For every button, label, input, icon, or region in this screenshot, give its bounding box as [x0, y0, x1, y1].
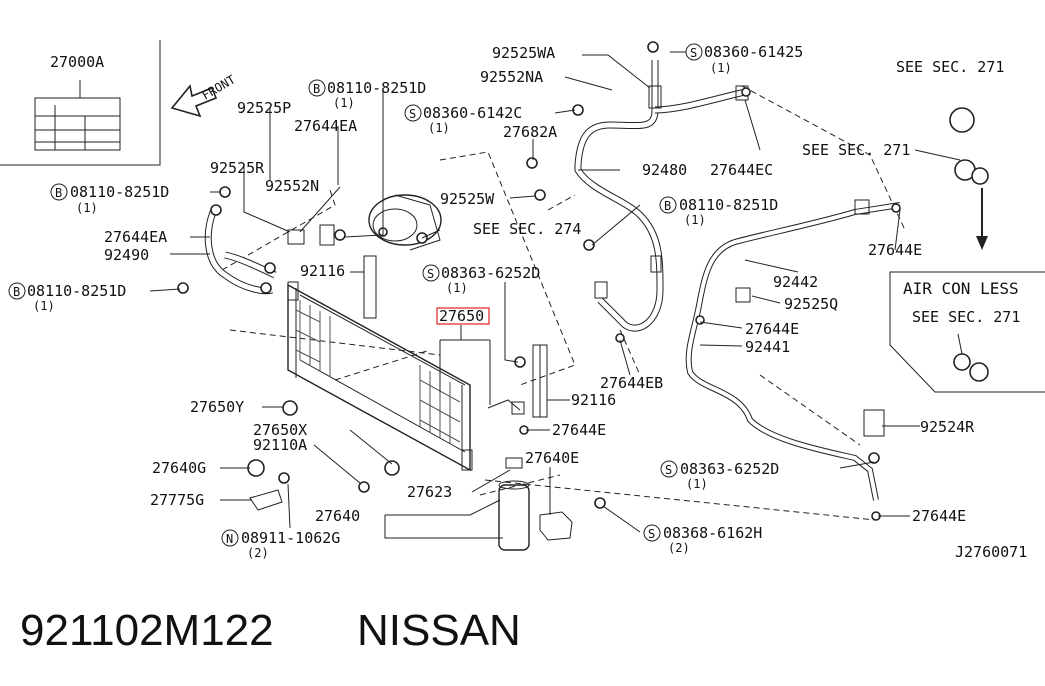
label-27000A: 27000A: [50, 53, 104, 71]
label-see-sec-271-a: SEE SEC. 271: [896, 58, 1004, 76]
label-27644EC: 27644EC: [710, 161, 773, 179]
label-92552NA: 92552NA: [480, 68, 543, 86]
label-08368-6162H-qty: (2): [668, 541, 690, 555]
label-08363-6252D-b: 08363-6252D: [680, 460, 779, 478]
label-08110-8251D-a-qty: (1): [333, 96, 355, 110]
label-08360-6142C: 08360-6142C: [423, 104, 522, 122]
label-27650X: 27650X: [253, 421, 307, 439]
label-see-sec-271-b: SEE SEC. 271: [802, 141, 910, 159]
diagram-code: J2760071: [955, 543, 1027, 561]
label-27644E-a: 27644E: [868, 241, 922, 259]
label-92480: 92480: [642, 161, 687, 179]
label-08360-6142C-qty: (1): [428, 121, 450, 135]
seal-92116: [363, 255, 548, 418]
label-08363-6252D-b-qty: (1): [686, 477, 708, 491]
label-27640E: 27640E: [525, 449, 579, 467]
label-see-sec-274: SEE SEC. 274: [473, 220, 581, 238]
brand-name: NISSAN: [357, 606, 521, 655]
inset-box-air-con-less: [889, 271, 1045, 393]
label-92116-a: 92116: [300, 262, 345, 280]
label-08110-8251D-c: 08110-8251D: [679, 196, 778, 214]
compressor-see-sec-274: [368, 194, 442, 251]
pipe-92490: [204, 204, 335, 295]
label-92441: 92441: [745, 338, 790, 356]
sym-n-1: N: [226, 532, 233, 546]
label-27650Y: 27650Y: [190, 398, 244, 416]
leader-lines: [149, 51, 961, 539]
pipe-92480: [574, 60, 749, 332]
label-08110-8251D-c-qty: (1): [684, 213, 706, 227]
part-number: 921102M122: [20, 606, 274, 655]
label-27644EA-b: 27644EA: [104, 228, 167, 246]
label-92525WA: 92525WA: [492, 44, 555, 62]
label-92525P: 92525P: [237, 99, 291, 117]
label-92524R: 92524R: [920, 418, 975, 436]
label-92525Q: 92525Q: [784, 295, 838, 313]
label-08911-1062G-qty: (2): [247, 546, 269, 560]
label-08360-61425: 08360-61425: [704, 43, 803, 61]
label-08363-6252D-a-qty: (1): [446, 281, 468, 295]
label-27623: 27623: [407, 483, 452, 501]
receiver-drier-27640: [487, 399, 573, 551]
condenser-27650: [287, 281, 490, 472]
sym-s-5: S: [648, 527, 655, 541]
label-08911-1062G: 08911-1062G: [241, 529, 340, 547]
label-front: FRONT: [200, 72, 238, 102]
label-air-con-less: AIR CON LESS: [903, 279, 1019, 298]
label-08363-6252D-a: 08363-6252D: [441, 264, 540, 282]
label-92552N: 92552N: [265, 177, 319, 195]
label-08360-61425-qty: (1): [710, 61, 732, 75]
label-see-sec-271-c: SEE SEC. 271: [912, 308, 1020, 326]
label-92525R: 92525R: [210, 159, 265, 177]
sym-b-3: B: [664, 199, 671, 213]
label-27644EB: 27644EB: [600, 374, 663, 392]
sym-s-2: S: [409, 107, 416, 121]
label-27644E-b: 27644E: [745, 320, 799, 338]
label-27640G: 27640G: [152, 459, 206, 477]
front-arrow-icon: [170, 84, 218, 118]
label-27650: 27650: [439, 307, 484, 325]
label-92490: 92490: [104, 246, 149, 264]
label-92110A: 92110A: [253, 436, 307, 454]
callout-labels: 27000A FRONT 92525WA 08360-61425 (1) 925…: [27, 43, 1027, 561]
sym-b-4: B: [13, 285, 20, 299]
label-27644E-d: 27644E: [912, 507, 966, 525]
footer: 921102M122 NISSAN: [20, 606, 521, 655]
sym-s-3: S: [427, 267, 434, 281]
label-08110-8251D-a: 08110-8251D: [327, 79, 426, 97]
label-27644E-c: 27644E: [552, 421, 606, 439]
symbol-markers: S B S B B S B S S N: [8, 43, 703, 547]
down-arrow-icon: [976, 188, 988, 250]
highlight-27650: [436, 307, 490, 325]
sym-b-1: B: [313, 82, 320, 96]
label-27644EA-a: 27644EA: [294, 117, 357, 135]
sym-s-4: S: [665, 463, 672, 477]
label-08110-8251D-d-qty: (1): [33, 299, 55, 313]
label-08110-8251D-d: 08110-8251D: [27, 282, 126, 300]
sym-s-1: S: [690, 46, 697, 60]
sym-b-2: B: [55, 186, 62, 200]
label-08368-6162H: 08368-6162H: [663, 524, 762, 542]
label-92525W: 92525W: [440, 190, 495, 208]
label-27682A: 27682A: [503, 123, 557, 141]
label-92442: 92442: [773, 273, 818, 291]
label-08110-8251D-b-qty: (1): [76, 201, 98, 215]
label-08110-8251D-b: 08110-8251D: [70, 183, 169, 201]
label-27640: 27640: [315, 507, 360, 525]
inset-box-27000A: [0, 40, 161, 166]
label-27775G: 27775G: [150, 491, 204, 509]
label-92116-b: 92116: [571, 391, 616, 409]
pipe-92442-92441: [685, 199, 901, 501]
